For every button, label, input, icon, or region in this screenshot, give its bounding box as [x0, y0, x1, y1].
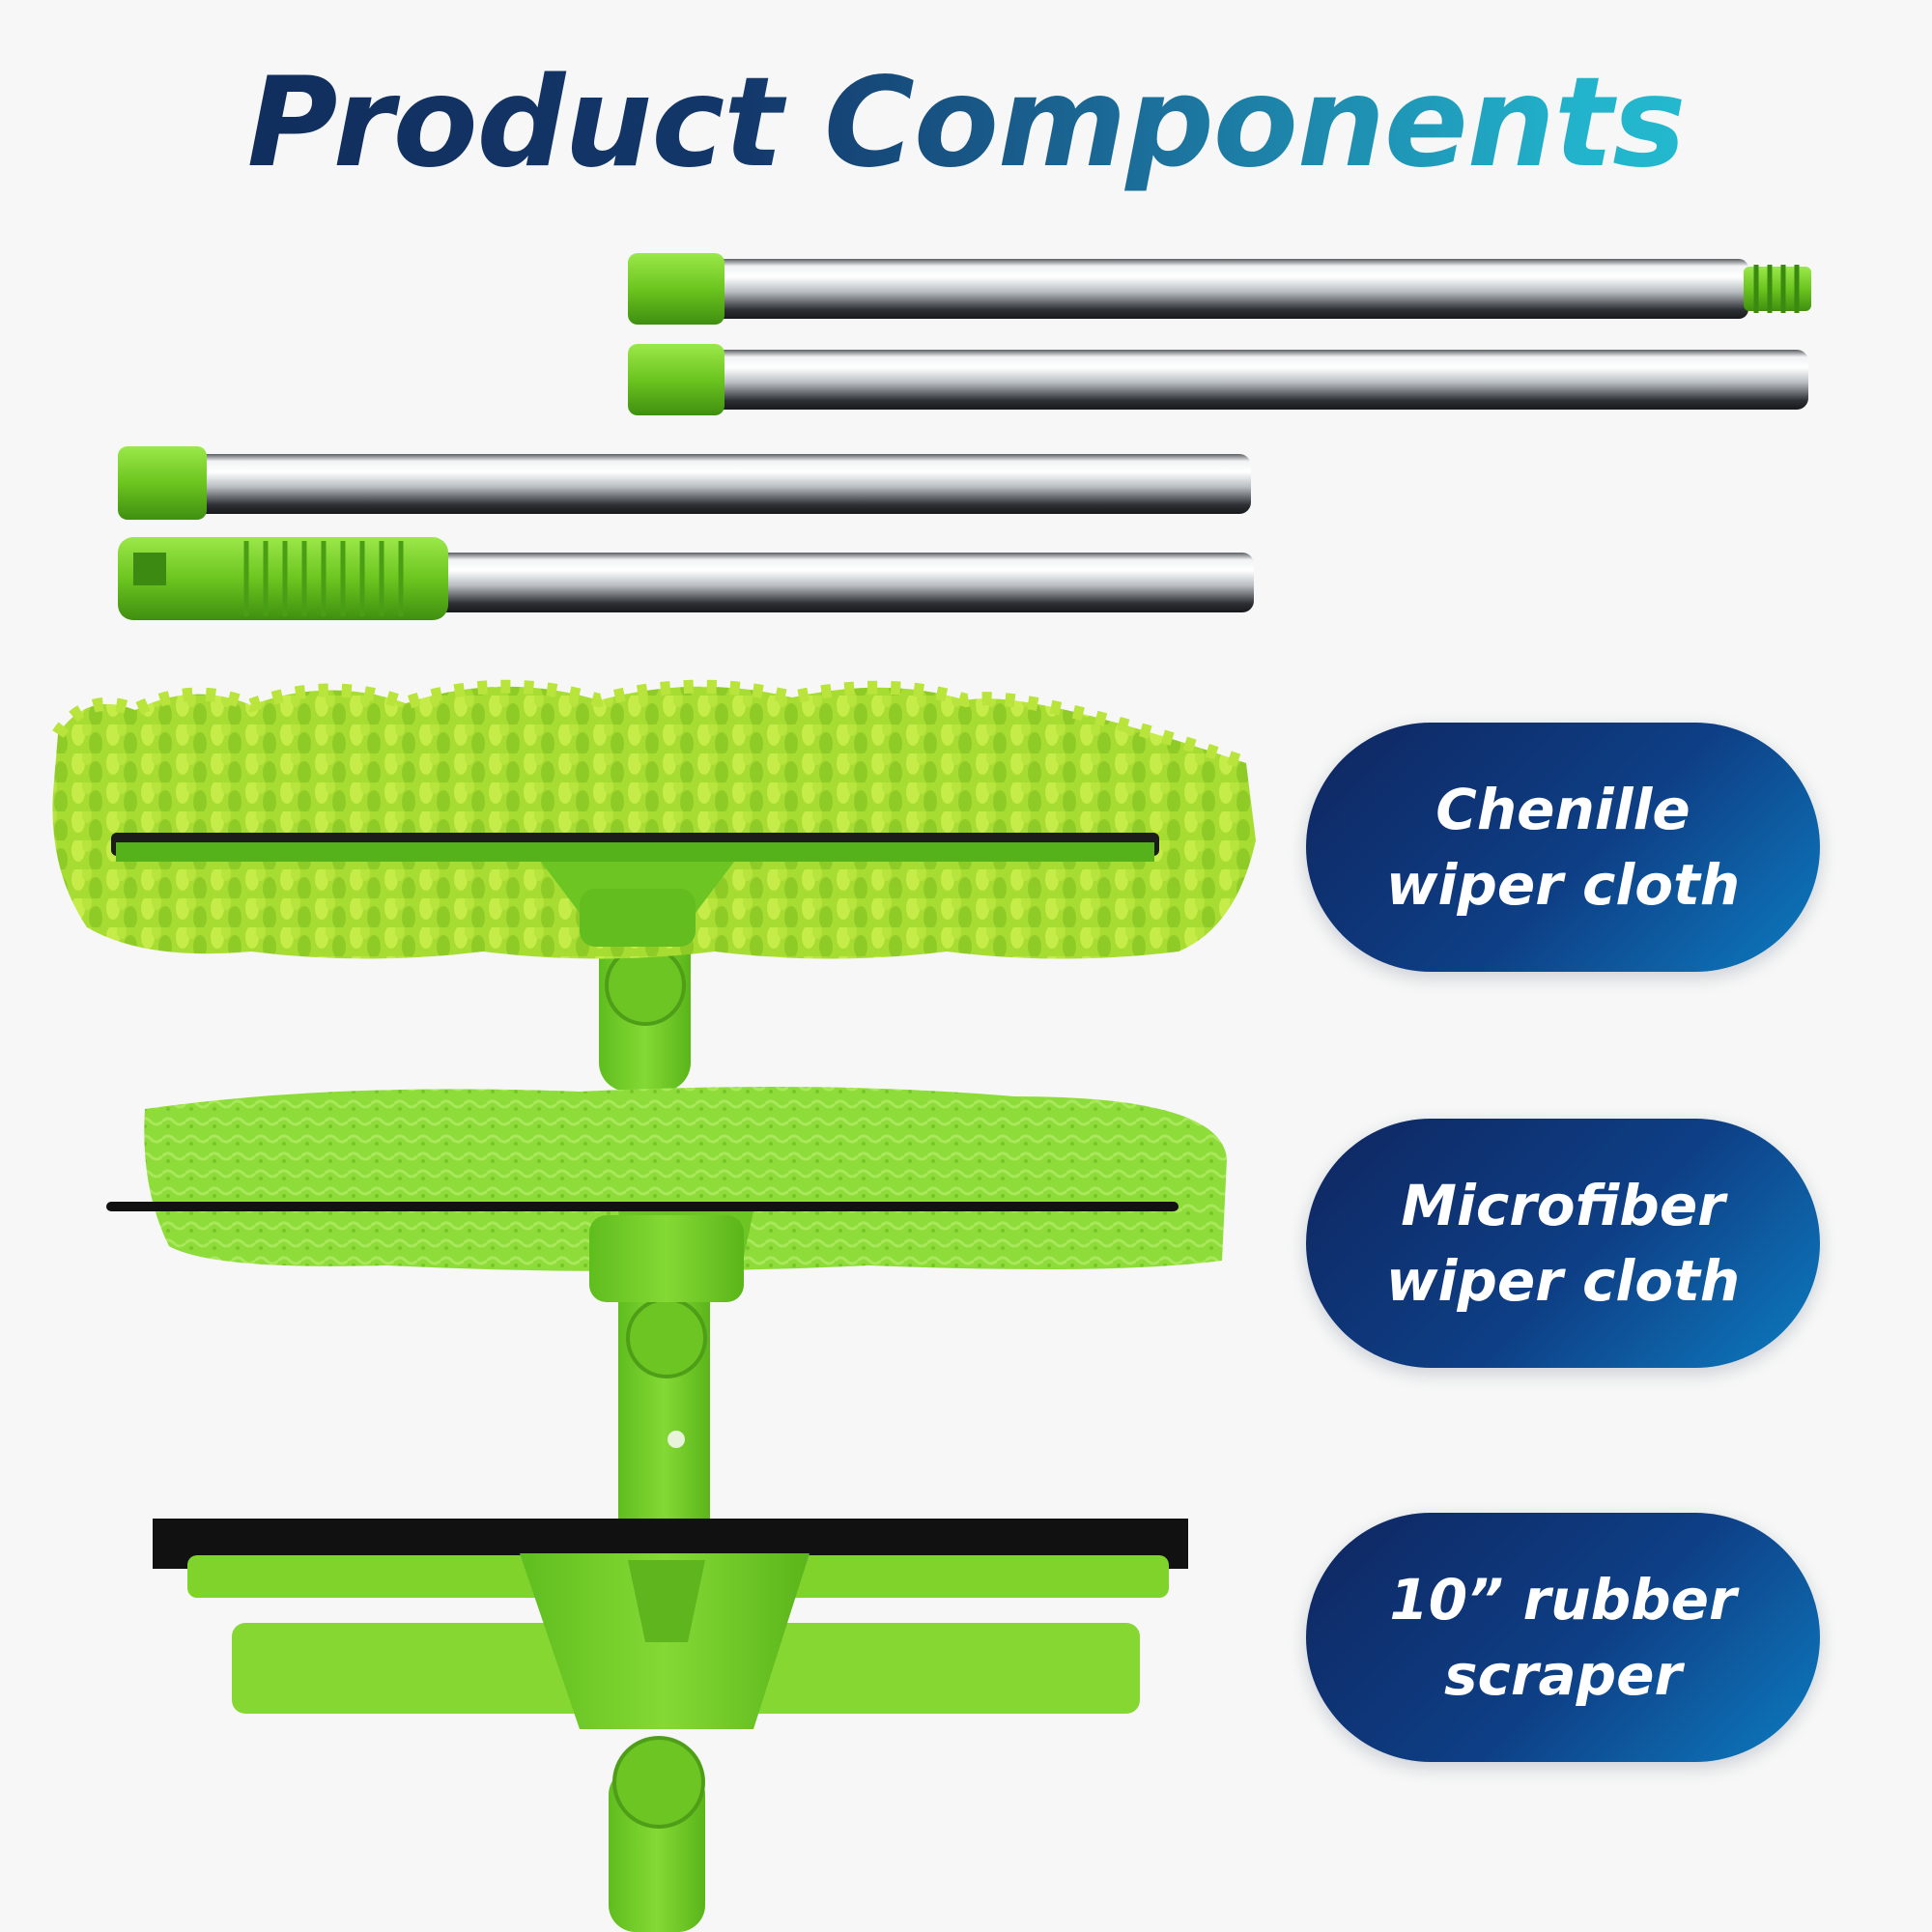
pole-section-3 [118, 446, 1251, 520]
page-title: Product Components [0, 55, 1932, 192]
squeegee-heads-illustration [52, 679, 1256, 1932]
pole-section-2 [628, 344, 1808, 415]
badge-line-1: Chenille [1435, 777, 1690, 842]
component-badge-chenille: Chenille wiper cloth [1306, 723, 1820, 972]
microfiber-head [106, 1087, 1228, 1584]
badge-line-1: Microfiber [1401, 1173, 1725, 1238]
component-badge-rubber-scraper: 10” rubber scraper [1306, 1513, 1820, 1762]
pole-section-4-handle [118, 537, 1254, 620]
pole-sections-illustration [118, 253, 1811, 620]
badge-line-2: wiper cloth [1385, 1248, 1741, 1314]
chenille-head [52, 679, 1256, 1092]
badge-line-2: wiper cloth [1385, 852, 1741, 918]
badge-line-1: 10” rubber [1389, 1567, 1737, 1633]
pole-section-1 [628, 253, 1811, 325]
badge-line-2: scraper [1443, 1642, 1683, 1708]
component-badge-microfiber: Microfiber wiper cloth [1306, 1119, 1820, 1368]
rubber-scraper-head [153, 1519, 1188, 1932]
